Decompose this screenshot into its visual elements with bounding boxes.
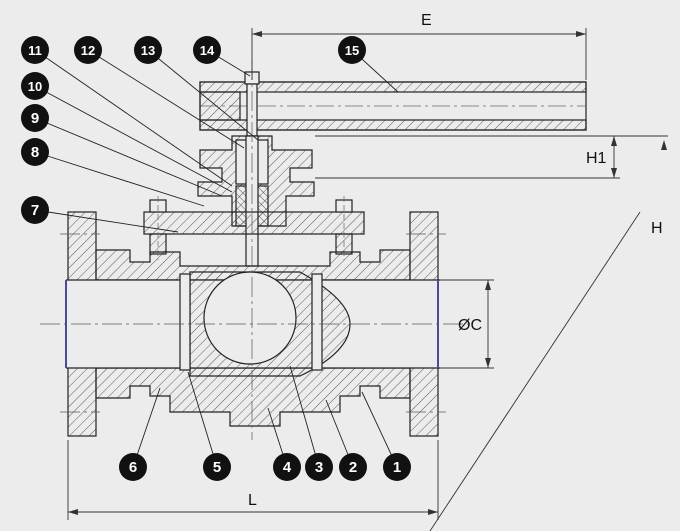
balloon-15: 15: [338, 36, 366, 64]
dim-label-h: H: [651, 220, 663, 237]
dimension-lines: [67, 28, 668, 531]
body-top-flange: [143, 196, 365, 260]
balloon-number: 12: [81, 43, 95, 58]
balloon-number: 8: [31, 144, 39, 161]
balloon-12: 12: [74, 36, 102, 64]
centerlines: [40, 60, 470, 440]
dimension-labels: E H1 H ØC L: [248, 12, 663, 509]
dim-label-h1: H1: [586, 150, 607, 167]
balloon-5: 5: [203, 453, 231, 481]
balloon-7: 7: [21, 196, 49, 224]
balloon-circle: [21, 196, 49, 224]
balloon-number: 15: [345, 43, 359, 58]
balloon-number: 7: [31, 202, 39, 219]
balloon-1: 1: [383, 453, 411, 481]
balloon-number: 3: [315, 459, 323, 476]
balloon-number: 5: [213, 459, 221, 476]
balloon-circle: [339, 453, 367, 481]
dim-label-c: ØC: [458, 317, 482, 334]
dim-label-e: E: [421, 12, 432, 29]
balloon-circle: [21, 36, 49, 64]
lever-handle: [199, 81, 587, 131]
balloon-circle: [273, 453, 301, 481]
balloon-9: 9: [21, 104, 49, 132]
balloon-circle: [134, 36, 162, 64]
balloon-number: 10: [28, 79, 42, 94]
balloon-number: 2: [349, 459, 357, 476]
balloon-11: 11: [21, 36, 49, 64]
balloon-circle: [383, 453, 411, 481]
balloon-circle: [21, 72, 49, 100]
balloon-number: 9: [31, 110, 39, 127]
balloon-circle: [21, 104, 49, 132]
balloon-circle: [305, 453, 333, 481]
balloon-circle: [21, 138, 49, 166]
balloon-number: 13: [141, 43, 155, 58]
balloon-13: 13: [134, 36, 162, 64]
bonnet: [197, 135, 315, 267]
dim-label-l: L: [248, 492, 257, 509]
seats: [179, 273, 323, 371]
balloon-8: 8: [21, 138, 49, 166]
balloon-circle: [203, 453, 231, 481]
balloon-number: 1: [393, 459, 401, 476]
dimension-arrows: [68, 31, 667, 515]
balloon-14: 14: [193, 36, 221, 64]
balloon-6: 6: [119, 453, 147, 481]
balloon-2: 2: [339, 453, 367, 481]
balloon-circle: [193, 36, 221, 64]
balloon-circle: [74, 36, 102, 64]
balloon-number: 11: [28, 43, 42, 58]
balloon-10: 10: [21, 72, 49, 100]
balloon-circle: [338, 36, 366, 64]
balloon-number: 4: [283, 459, 292, 476]
balloon-4: 4: [273, 453, 301, 481]
balloon-circle: [119, 453, 147, 481]
balloon-number: 6: [129, 459, 137, 476]
balloon-number: 14: [200, 43, 215, 58]
balloon-3: 3: [305, 453, 333, 481]
